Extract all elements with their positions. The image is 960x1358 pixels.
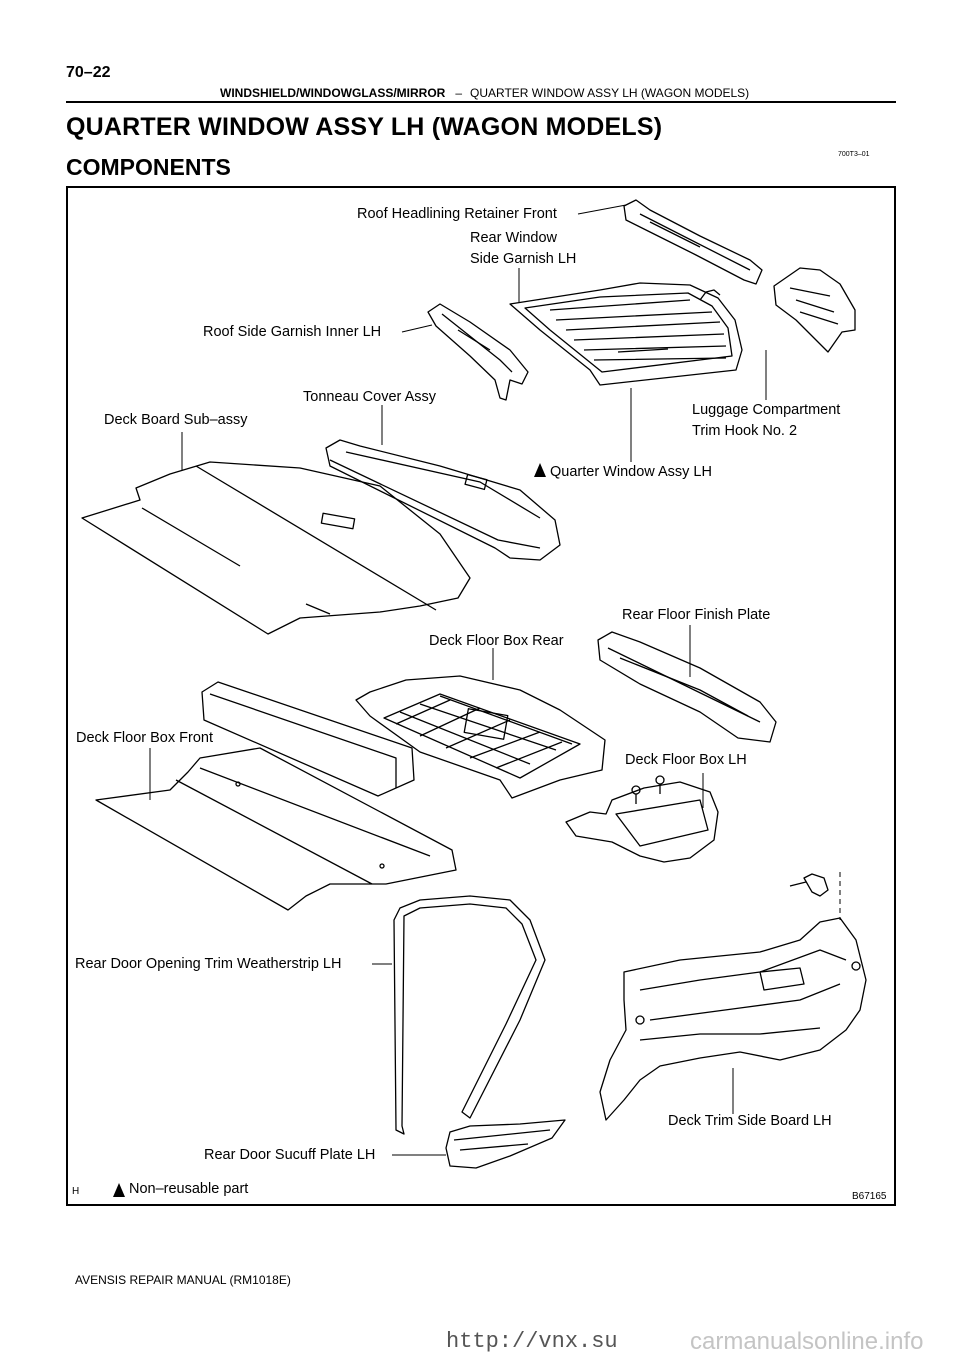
non-reusable-mark — [534, 463, 546, 479]
deck-board — [81, 461, 471, 635]
scuff-plate — [445, 1119, 566, 1169]
label-luggage-hook: Luggage Compartment Trim Hook No. 2 — [692, 402, 841, 439]
document-code: 700T3–01 — [838, 151, 870, 158]
weatherstrip — [393, 895, 546, 1135]
deck-floor-box-lh — [565, 775, 719, 863]
label-rear-window-side-garnish: Rear Window Side Garnish LH — [470, 230, 577, 267]
figure-code: B67165 — [852, 1191, 887, 1202]
roof-side-garnish — [427, 303, 529, 401]
quarter-window — [509, 282, 743, 386]
label-roof-side-garnish: Roof Side Garnish Inner LH — [203, 324, 382, 340]
deck-floor-box-front-block — [201, 681, 415, 797]
label-tonneau-cover: Tonneau Cover Assy — [303, 389, 436, 405]
label-deck-board: Deck Board Sub–assy — [104, 412, 248, 428]
page-title: QUARTER WINDOW ASSY LH (WAGON MODELS) — [66, 113, 663, 141]
legend-text: Non–reusable part — [129, 1181, 249, 1197]
footer-manual-id: AVENSIS REPAIR MANUAL (RM1018E) — [75, 1273, 291, 1287]
components-figure — [66, 186, 896, 1206]
header-separator: – — [455, 86, 463, 100]
deck-floor-box-rear — [355, 675, 606, 799]
section-subtitle: COMPONENTS — [66, 154, 231, 180]
label-weatherstrip: Rear Door Opening Trim Weatherstrip LH — [75, 956, 342, 972]
page-number: 70–22 — [66, 64, 111, 81]
label-quarter-window: Quarter Window Assy LH — [550, 464, 712, 480]
roof-headlining-retainer — [623, 199, 763, 285]
tonneau-cover — [325, 439, 561, 561]
watermark: carmanualsonline.info — [690, 1328, 924, 1355]
label-deck-trim-side-board: Deck Trim Side Board LH — [668, 1113, 832, 1129]
subsection-name: QUARTER WINDOW ASSY LH (WAGON MODELS) — [470, 86, 750, 100]
label-scuff-plate: Rear Door Sucuff Plate LH — [204, 1147, 376, 1163]
label-deck-floor-box-front: Deck Floor Box Front — [76, 730, 213, 746]
section-header: WINDSHIELD/WINDOWGLASS/MIRROR–QUARTER WI… — [220, 86, 749, 100]
source-url[interactable]: http://vnx.su — [446, 1329, 618, 1354]
header-rule — [66, 101, 896, 103]
section-name: WINDSHIELD/WINDOWGLASS/MIRROR — [220, 86, 446, 100]
legend-non-reusable-mark — [113, 1183, 125, 1199]
deck-floor-box-front — [95, 747, 457, 911]
rear-floor-finish-plate — [597, 631, 777, 743]
label-deck-floor-box-rear: Deck Floor Box Rear — [429, 633, 564, 649]
label-roof-headlining-retainer: Roof Headlining Retainer Front — [357, 206, 557, 222]
label-deck-floor-box-lh: Deck Floor Box LH — [625, 752, 747, 768]
luggage-hook — [773, 267, 856, 353]
figure-corner-mark: H — [72, 1186, 80, 1197]
label-rear-floor-finish-plate: Rear Floor Finish Plate — [622, 607, 771, 623]
leader-lines — [149, 204, 841, 1156]
deck-trim-side-board — [599, 873, 867, 1121]
